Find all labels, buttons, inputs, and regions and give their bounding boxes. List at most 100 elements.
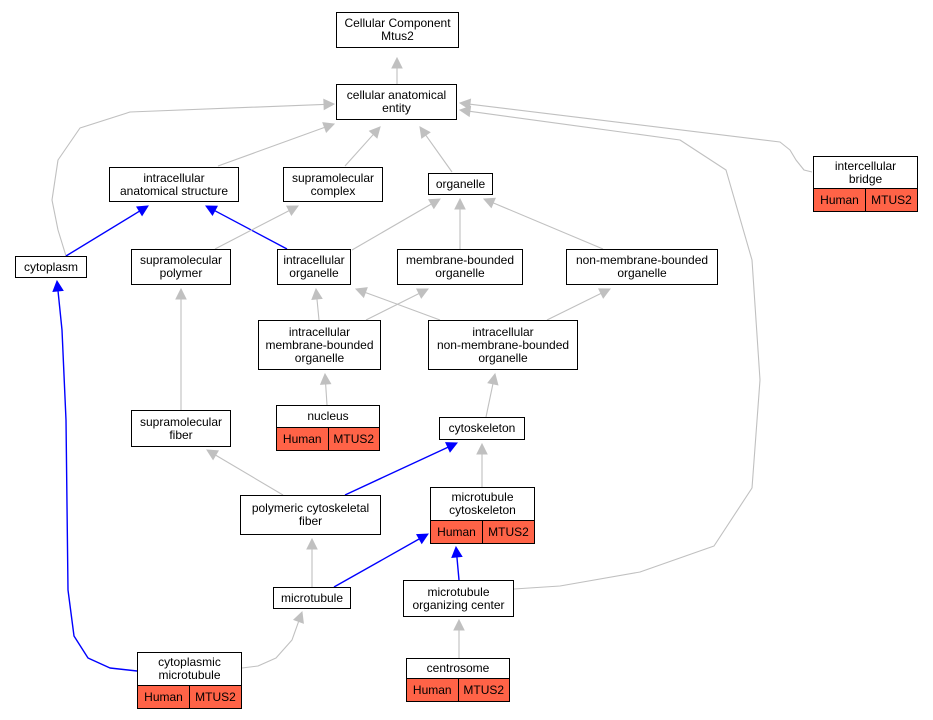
node-label: supramolecular complex	[291, 170, 375, 198]
gene-tag[interactable]: MTUS2	[189, 686, 241, 708]
gene-tag[interactable]: MTUS2	[457, 679, 510, 701]
node-intracellular-non-membrane-bounded-organelle[interactable]: intracellular non-membrane-bounded organ…	[428, 320, 578, 370]
node-cellular-anatomical-entity[interactable]: cellular anatomical entity	[336, 84, 457, 120]
edge-arrowhead	[391, 56, 403, 69]
node-label: cytoplasmic microtubule	[158, 655, 221, 682]
node-intercellular-bridge[interactable]: intercellular bridge Human MTUS2	[813, 156, 918, 212]
node-label: cytoskeleton	[448, 421, 516, 435]
node-membrane-bounded-organelle[interactable]: membrane-bounded organelle	[397, 249, 523, 285]
node-nucleus[interactable]: nucleus Human MTUS2	[276, 405, 380, 451]
node-label: membrane-bounded organelle	[405, 253, 515, 280]
edge-intracellular-non-membrane-bounded-organelle-to-non-membrane-bounded-organelle	[546, 288, 612, 321]
node-label: supramolecular polymer	[139, 253, 223, 280]
edge-line	[241, 621, 300, 669]
node-label: intracellular membrane-bounded organelle	[265, 324, 374, 365]
annotation-row: Human MTUS2	[277, 427, 379, 450]
edge-cellular-anatomical-entity-to-root	[391, 56, 403, 84]
edge-line	[57, 290, 138, 672]
node-label: cytoplasm	[23, 259, 79, 274]
species-tag[interactable]: Human	[437, 525, 476, 539]
edge-intracellular-organelle-to-intracellular-anatomical-structure	[205, 205, 288, 250]
edge-centrosome-to-microtubule-organizing-center	[453, 618, 465, 658]
annotation-row: Human MTUS2	[138, 685, 241, 708]
gene-tag[interactable]: MTUS2	[482, 521, 534, 543]
edge-arrowhead	[454, 197, 466, 210]
edge-non-membrane-bounded-organelle-to-organelle	[482, 197, 604, 250]
node-label: nucleus	[307, 409, 349, 423]
node-cellular-component-mtus2[interactable]: Cellular Component Mtus2	[336, 12, 459, 48]
edge-line	[493, 202, 604, 250]
edge-intracellular-membrane-bounded-organelle-to-membrane-bounded-organelle	[365, 288, 429, 321]
edge-line	[214, 210, 290, 250]
node-supramolecular-polymer[interactable]: supramolecular polymer	[131, 249, 231, 285]
edge-microtubule-organizing-center-to-microtubule-cytoskeleton	[451, 545, 463, 581]
node-supramolecular-complex[interactable]: supramolecular complex	[283, 167, 383, 202]
node-cytoplasmic-microtubule[interactable]: cytoplasmic microtubule Human MTUS2	[137, 652, 242, 709]
edge-arrowhead	[52, 279, 64, 293]
edge-supramolecular-fiber-to-supramolecular-polymer	[175, 287, 187, 410]
edge-cytoplasmic-microtubule-to-cytoplasm	[52, 279, 138, 672]
edge-arrowhead	[416, 533, 429, 545]
edge-line	[469, 103, 813, 173]
edge-arrowhead	[451, 545, 463, 558]
edge-line	[316, 298, 320, 321]
node-cytoskeleton[interactable]: cytoskeleton	[439, 417, 525, 440]
edge-line	[365, 291, 441, 321]
edge-microtubule-to-microtubule-cytoskeleton	[333, 533, 429, 588]
node-organelle[interactable]: organelle	[428, 173, 493, 195]
gene-tag[interactable]: MTUS2	[327, 428, 380, 450]
edge-line	[344, 446, 449, 496]
edge-line	[333, 538, 420, 588]
edge-organelle-to-cellular-anatomical-entity	[419, 126, 453, 173]
edge-intracellular-organelle-to-organelle	[351, 198, 441, 251]
node-label: organelle	[435, 176, 486, 191]
node-centrosome[interactable]: centrosome Human MTUS2	[406, 658, 510, 702]
species-tag[interactable]: Human	[820, 193, 859, 207]
edge-arrowhead	[419, 126, 431, 139]
edge-arrowhead	[476, 442, 488, 455]
edge-arrowhead	[311, 287, 323, 301]
edge-microtubule-to-polymeric-cytoskeletal-fiber	[306, 537, 318, 587]
node-intracellular-membrane-bounded-organelle[interactable]: intracellular membrane-bounded organelle	[258, 320, 381, 370]
annotation-row: Human MTUS2	[431, 520, 534, 543]
node-microtubule-cytoskeleton[interactable]: microtubule cytoskeleton Human MTUS2	[430, 487, 535, 544]
edge-polymeric-cytoskeletal-fiber-to-supramolecular-fiber	[206, 449, 284, 496]
node-microtubule[interactable]: microtubule	[273, 587, 351, 609]
edge-line	[456, 556, 460, 581]
edge-arrowhead	[453, 618, 465, 631]
node-non-membrane-bounded-organelle[interactable]: non-membrane-bounded organelle	[566, 249, 718, 285]
edge-cytoskeleton-to-intracellular-non-membrane-bounded-organelle	[485, 372, 499, 418]
node-supramolecular-fiber[interactable]: supramolecular fiber	[131, 410, 231, 447]
edge-arrowhead	[323, 98, 336, 111]
edge-arrowhead	[416, 288, 429, 299]
edge-arrowhead	[354, 287, 368, 299]
edge-line	[217, 126, 325, 167]
node-polymeric-cytoskeletal-fiber[interactable]: polymeric cytoskeletal fiber	[240, 495, 381, 535]
edge-line	[344, 134, 374, 167]
node-intracellular-anatomical-structure[interactable]: intracellular anatomical structure	[109, 167, 239, 202]
node-cytoplasm[interactable]: cytoplasm	[15, 256, 87, 278]
edge-arrowhead	[482, 197, 496, 209]
edge-arrowhead	[319, 372, 332, 385]
edge-cytoplasm-to-intracellular-anatomical-structure	[65, 205, 149, 257]
edge-cytoplasmic-microtubule-to-microtubule	[241, 610, 304, 669]
edge-microtubule-organizing-center-to-cellular-anatomical-entity	[458, 105, 761, 590]
gene-tag[interactable]: MTUS2	[865, 189, 917, 211]
edge-nucleus-to-intracellular-membrane-bounded-organelle	[319, 372, 332, 406]
edge-supramolecular-polymer-to-supramolecular-complex	[214, 205, 299, 250]
edge-intracellular-non-membrane-bounded-organelle-to-intracellular-organelle	[354, 287, 441, 321]
node-label: intercellular bridge	[834, 158, 897, 186]
edge-polymeric-cytoskeletal-fiber-to-cytoskeleton	[344, 442, 459, 496]
species-tag[interactable]: Human	[412, 683, 452, 697]
node-label: microtubule cytoskeleton	[449, 490, 516, 517]
edge-line	[51, 103, 325, 257]
edge-arrowhead	[322, 122, 336, 134]
node-microtubule-organizing-center[interactable]: microtubule organizing center	[403, 580, 514, 617]
edge-arrowhead	[598, 288, 612, 299]
edge-line	[365, 292, 420, 321]
species-tag[interactable]: Human	[282, 432, 322, 446]
species-tag[interactable]: Human	[144, 690, 183, 704]
node-label: microtubule	[280, 590, 344, 605]
node-intracellular-organelle[interactable]: intracellular organelle	[277, 249, 351, 285]
edge-line	[469, 110, 761, 590]
